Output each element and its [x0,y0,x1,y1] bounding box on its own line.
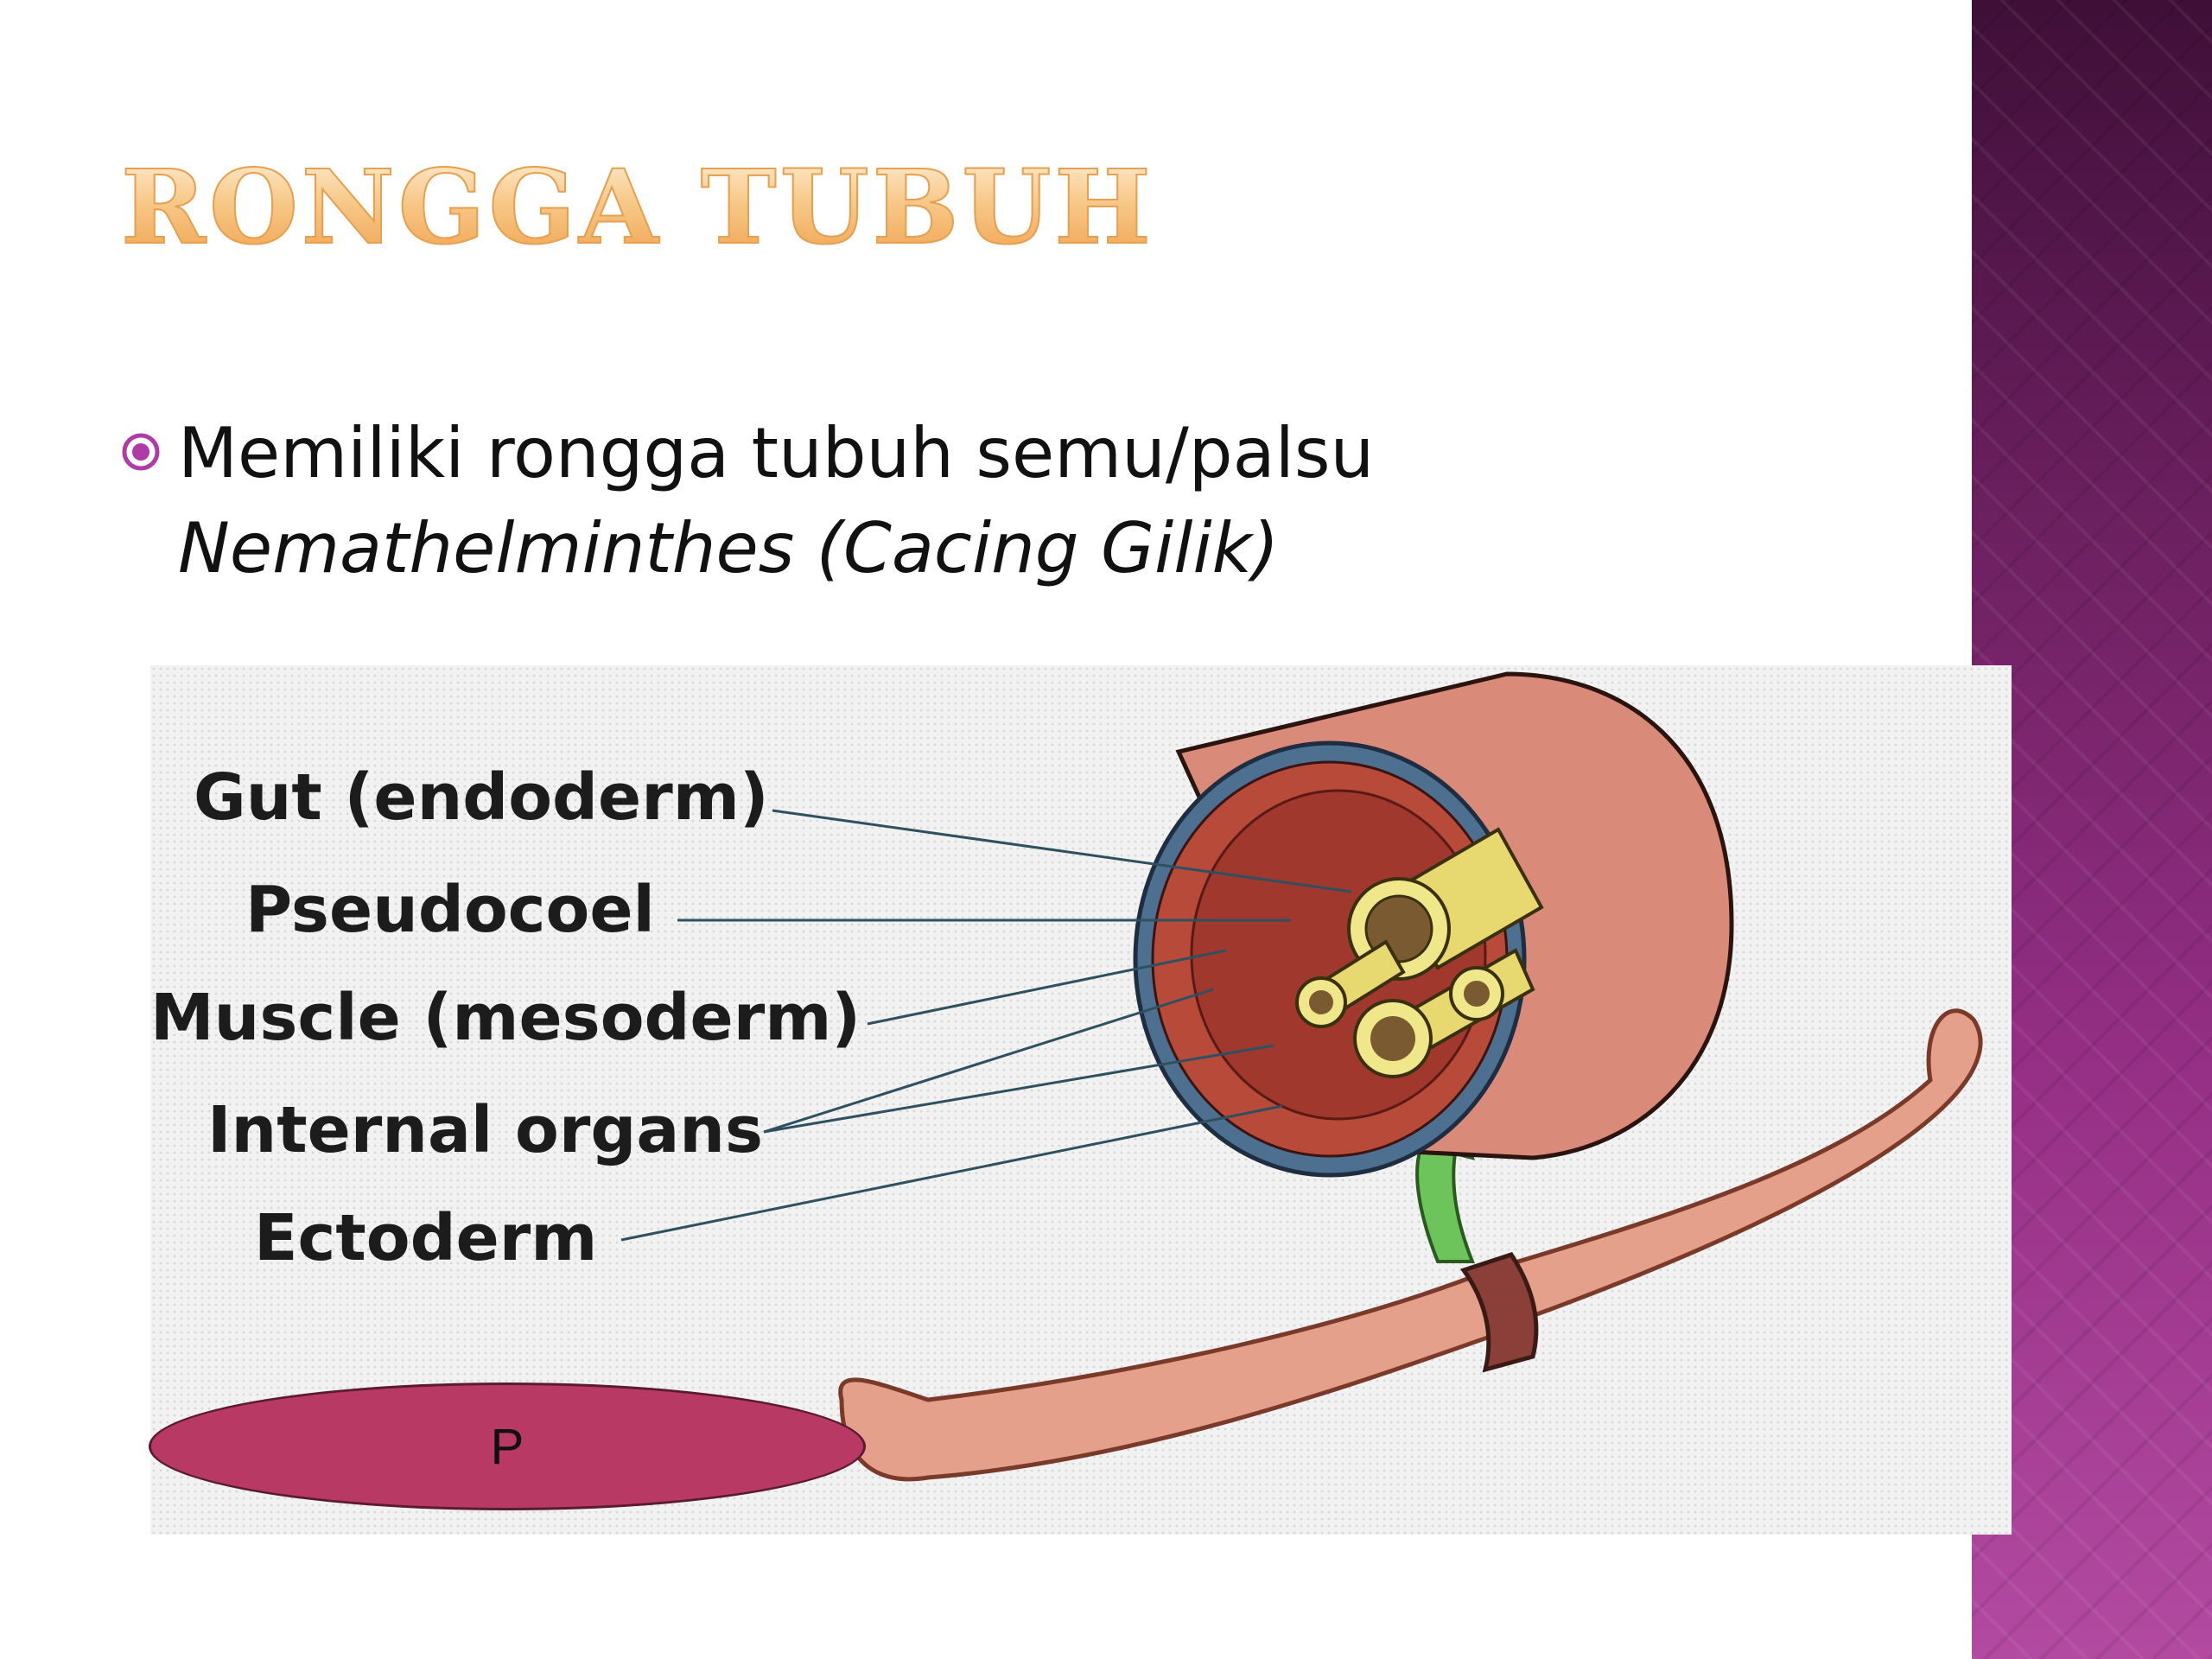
slide-title: Rongga Tubuh [120,146,1154,268]
side-decoration-band [1972,0,2212,1659]
label-ectoderm: Ectoderm [254,1201,598,1275]
bullet-item: Memiliki rongga tubuh semu/palsu Nemathe… [121,406,1374,596]
label-internal-organs: Internal organs [207,1093,763,1167]
worm-body [838,1267,1510,1482]
bullet-line-2: Nemathelminthes (Cacing Gilik) [178,508,1280,588]
leader-lines [620,809,1352,1242]
label-pseudocoel: Pseudocoel [245,873,655,947]
worm-illustration [620,671,1983,1482]
worm-tail [1486,1008,1983,1325]
bullet-text: Memiliki rongga tubuh semu/palsu Nemathe… [178,406,1374,596]
worm-band [1459,1252,1539,1373]
label-gut: Gut (endoderm) [194,760,769,835]
bullet-line-1: Memiliki rongga tubuh semu/palsu [178,413,1375,493]
oval-shape-p: P [149,1382,866,1510]
radio-bullet-icon [122,433,160,471]
label-muscle: Muscle (mesoderm) [150,981,861,1055]
